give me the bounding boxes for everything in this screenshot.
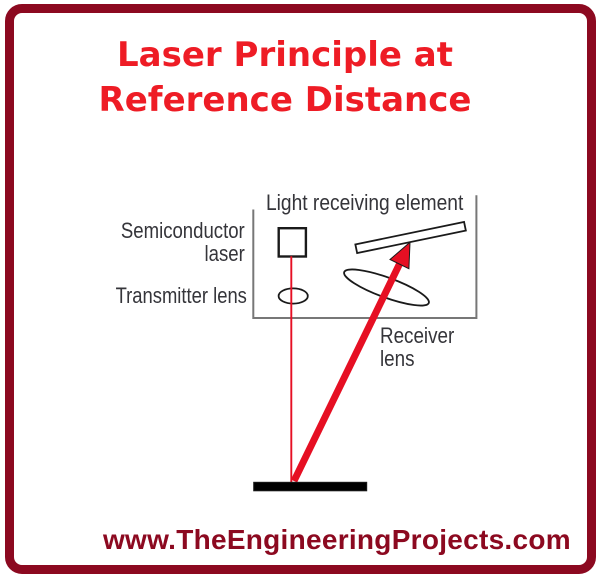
page-title-line2: Reference Distance xyxy=(98,80,472,120)
label-semiconductor-laser-line1: Semiconductor xyxy=(121,217,246,243)
website-watermark: www.TheEngineeringProjects.com xyxy=(103,523,571,555)
label-semiconductor-laser: Semiconductor laser xyxy=(121,219,245,265)
label-light-receiving-element: Light receiving element xyxy=(266,189,464,215)
label-receiver-lens: Receiver lens xyxy=(380,324,454,370)
decorative-border xyxy=(4,4,596,574)
label-receiver-lens-line1: Receiver xyxy=(380,323,455,349)
target-surface xyxy=(253,481,368,492)
semiconductor-laser-shape xyxy=(277,226,308,258)
label-semiconductor-laser-line2: laser xyxy=(204,240,246,266)
label-transmitter-lens: Transmitter lens xyxy=(115,283,247,309)
page-title-line1: Laser Principle at xyxy=(117,34,453,75)
label-receiver-lens-line2: lens xyxy=(380,346,415,372)
reflected-beam xyxy=(290,258,405,483)
reflected-beam-arrowhead xyxy=(389,241,411,270)
transmitter-lens-shape xyxy=(277,287,309,305)
sensor-housing-outline xyxy=(252,195,478,319)
light-receiving-element-shape xyxy=(354,220,467,255)
page-title: Laser Principle at Reference Distance xyxy=(99,33,472,124)
